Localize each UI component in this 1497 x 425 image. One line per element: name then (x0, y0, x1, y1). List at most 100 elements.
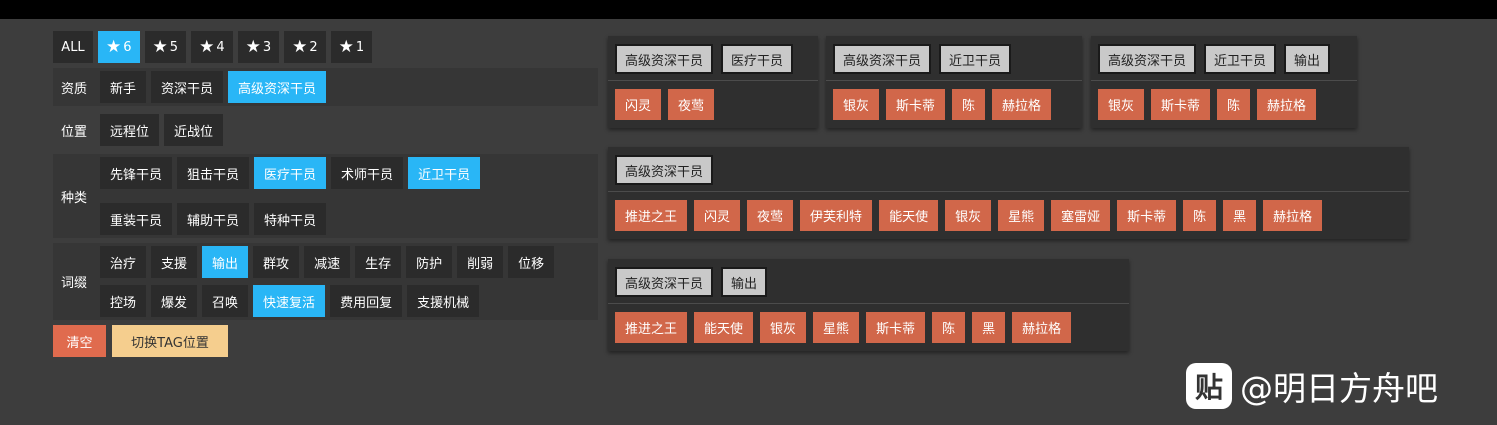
class-filter-row: 种类 先锋干员 狙击干员 医疗干员 术师干员 近卫干员 重装干员 辅助干员 特种… (53, 154, 598, 238)
rarity-all-button[interactable]: ALL (53, 31, 93, 63)
action-row: 清空 切换TAG位置 (53, 325, 598, 357)
star-icon: ★ (199, 36, 215, 57)
result-card: 高级资深干员 医疗干员 闪灵 夜莺 (608, 36, 818, 128)
operator-chip[interactable]: 推进之王 (615, 312, 688, 343)
operator-chip[interactable]: 星熊 (998, 200, 1045, 231)
result-card: 高级资深干员 输出 推进之王 能天使 银灰 星熊 斯卡蒂 陈 黑 赫拉格 (608, 259, 1129, 351)
filter-option[interactable]: 治疗 (100, 246, 147, 278)
filter-panel: ALL ★6 ★5 ★4 ★3 ★2 ★1 资质 新手 资深干员 高级资深干员 … (53, 31, 598, 357)
filter-option[interactable]: 召唤 (202, 285, 249, 317)
operator-chip[interactable]: 斯卡蒂 (866, 312, 926, 343)
filter-option[interactable]: 重装干员 (100, 203, 173, 235)
qualification-filter-row: 资质 新手 资深干员 高级资深干员 (53, 68, 598, 106)
result-tag: 高级资深干员 (615, 267, 714, 297)
result-tag: 高级资深干员 (615, 155, 714, 185)
filter-option[interactable]: 费用回复 (330, 285, 403, 317)
clear-button[interactable]: 清空 (53, 325, 106, 357)
rarity-4-button[interactable]: ★4 (191, 31, 233, 63)
operator-chip[interactable]: 能天使 (694, 312, 754, 343)
star-icon: ★ (152, 36, 168, 57)
operator-chip[interactable]: 赫拉格 (1263, 200, 1323, 231)
operator-chip[interactable]: 推进之王 (615, 200, 688, 231)
rarity-label: 1 (355, 39, 365, 55)
result-tag: 近卫干员 (1204, 44, 1277, 74)
operator-chip[interactable]: 赫拉格 (1012, 312, 1072, 343)
operator-chip[interactable]: 黑 (1223, 200, 1257, 231)
rarity-1-button[interactable]: ★1 (330, 31, 373, 63)
filter-option[interactable]: 特种干员 (254, 203, 327, 235)
filter-option[interactable]: 高级资深干员 (228, 71, 327, 103)
rarity-6-button[interactable]: ★6 (98, 31, 140, 63)
operator-chip[interactable]: 闪灵 (615, 89, 662, 120)
operator-chip[interactable]: 夜莺 (747, 200, 794, 231)
affix-filter-row: 词缀 治疗 支援 输出 群攻 减速 生存 防护 削弱 位移 控场 爆发 召唤 快… (53, 243, 598, 320)
operator-chip[interactable]: 夜莺 (668, 89, 715, 120)
operator-chip[interactable]: 斯卡蒂 (886, 89, 946, 120)
filter-option[interactable]: 新手 (100, 71, 147, 103)
operator-chip[interactable]: 银灰 (1098, 89, 1145, 120)
rarity-2-button[interactable]: ★2 (284, 31, 326, 63)
filter-option[interactable]: 防护 (406, 246, 453, 278)
filter-option[interactable]: 控场 (100, 285, 147, 317)
filter-label: 资质 (60, 81, 87, 97)
star-icon: ★ (245, 36, 261, 57)
filter-option[interactable]: 近卫干员 (408, 157, 481, 189)
filter-option[interactable]: 医疗干员 (254, 157, 327, 189)
operator-chip[interactable]: 陈 (1217, 89, 1251, 120)
watermark-text: @明日方舟吧 (1240, 369, 1438, 408)
filter-option[interactable]: 辅助干员 (177, 203, 250, 235)
result-tag: 输出 (1284, 44, 1331, 74)
operator-chip[interactable]: 陈 (932, 312, 966, 343)
operator-chip[interactable]: 塞雷娅 (1051, 200, 1111, 231)
operator-chip[interactable]: 陈 (952, 89, 986, 120)
filter-option[interactable]: 生存 (355, 246, 402, 278)
rarity-label: 6 (123, 39, 132, 55)
operator-chip[interactable]: 斯卡蒂 (1151, 89, 1211, 120)
operator-chip[interactable]: 赫拉格 (1257, 89, 1317, 120)
operator-chip[interactable]: 星熊 (813, 312, 860, 343)
operator-chip[interactable]: 能天使 (879, 200, 939, 231)
filter-label: 词缀 (60, 276, 87, 291)
filter-option[interactable]: 狙击干员 (177, 157, 250, 189)
rarity-label: 4 (216, 39, 225, 55)
filter-option[interactable]: 资深干员 (151, 71, 224, 103)
filter-option[interactable]: 位移 (508, 246, 555, 278)
operator-chip[interactable]: 银灰 (760, 312, 807, 343)
filter-option[interactable]: 术师干员 (331, 157, 404, 189)
result-tag: 输出 (721, 267, 768, 297)
operator-chip[interactable]: 陈 (1183, 200, 1217, 231)
filter-option[interactable]: 快速复活 (253, 285, 326, 317)
filter-option[interactable]: 支援 (151, 246, 198, 278)
operator-chip[interactable]: 伊芙利特 (800, 200, 873, 231)
operator-chip[interactable]: 银灰 (833, 89, 880, 120)
filter-option[interactable]: 群攻 (253, 246, 300, 278)
star-icon: ★ (292, 36, 308, 57)
rarity-label: 5 (169, 39, 179, 55)
rarity-3-button[interactable]: ★3 (237, 31, 280, 63)
filter-option[interactable]: 支援机械 (407, 285, 480, 317)
filter-option[interactable]: 爆发 (151, 285, 198, 317)
filter-option[interactable]: 削弱 (457, 246, 504, 278)
filter-option[interactable]: 远程位 (100, 114, 160, 146)
result-card: 高级资深干员 近卫干员 输出 银灰 斯卡蒂 陈 赫拉格 (1091, 36, 1357, 128)
filter-option[interactable]: 近战位 (164, 114, 224, 146)
operator-chip[interactable]: 闪灵 (694, 200, 741, 231)
operator-chip[interactable]: 赫拉格 (992, 89, 1052, 120)
result-tag: 医疗干员 (721, 44, 794, 74)
filter-option[interactable]: 先锋干员 (100, 157, 173, 189)
rarity-label: 2 (309, 39, 318, 55)
star-icon: ★ (106, 36, 122, 57)
rarity-label: 3 (262, 39, 272, 55)
filter-option[interactable]: 减速 (304, 246, 351, 278)
star-icon: ★ (338, 36, 354, 57)
filter-option[interactable]: 输出 (202, 246, 249, 278)
operator-chip[interactable]: 斯卡蒂 (1117, 200, 1177, 231)
result-card: 高级资深干员 推进之王 闪灵 夜莺 伊芙利特 能天使 银灰 星熊 塞雷娅 斯卡蒂… (608, 147, 1409, 239)
operator-chip[interactable]: 黑 (972, 312, 1006, 343)
tieba-logo-icon: 贴 (1186, 363, 1232, 409)
switch-tag-position-button[interactable]: 切换TAG位置 (112, 325, 228, 357)
operator-chip[interactable]: 银灰 (945, 200, 992, 231)
position-filter-row: 位置 远程位 近战位 (53, 111, 598, 149)
rarity-5-button[interactable]: ★5 (144, 31, 187, 63)
result-tag: 近卫干员 (939, 44, 1012, 74)
